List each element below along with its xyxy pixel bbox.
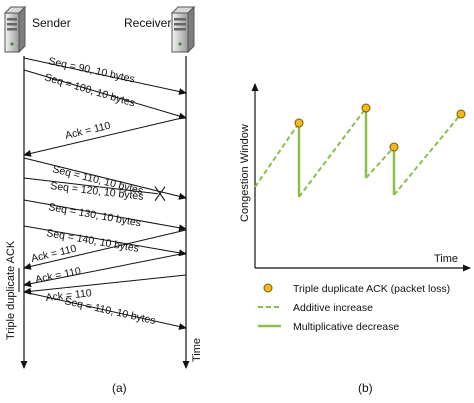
legend-label-0: Triple duplicate ACK (packet loss) [293, 283, 450, 295]
packet-loss-marker [456, 109, 466, 119]
message-arrow [23, 225, 187, 257]
x-axis-label: Time [434, 253, 458, 265]
message-arrow [23, 229, 187, 270]
message-label: Seq = 110, 10 bytes [63, 295, 156, 327]
legend: Triple duplicate ACK (packet loss) Addit… [258, 283, 450, 333]
additive-increase-segment [393, 113, 462, 196]
message-arrow [23, 116, 187, 157]
packet-loss-marker [361, 103, 371, 113]
sender-server-icon [3, 5, 27, 54]
message-label: Seq = 130, 10 bytes [47, 201, 141, 229]
message-arrow [23, 69, 187, 120]
caption-a: (a) [112, 381, 127, 395]
time-label-a: Time [191, 338, 203, 362]
packet-loss-marker [389, 142, 399, 152]
packet-loss-x-icon [154, 186, 166, 202]
legend-marker-icon [263, 283, 273, 293]
message-label: Ack = 110 [64, 120, 112, 142]
message-arrow [23, 57, 187, 95]
receiver-label: Receiver [124, 16, 171, 30]
additive-increase-segment [298, 107, 367, 198]
legend-label-2: Multiplicative decrease [293, 321, 399, 333]
message-arrow [23, 157, 187, 200]
cwnd-sawtooth [254, 103, 466, 198]
message-label: Ack = 110 [30, 243, 78, 265]
panel-b: Congestion Window Time Triple duplicate … [239, 83, 471, 395]
caption-b: (b) [358, 381, 373, 395]
packet-loss-marker [294, 118, 304, 128]
y-axis-label: Congestion Window [239, 124, 251, 222]
triple-dup-label: Triple duplicate ACK [5, 240, 17, 340]
legend-label-1: Additive increase [293, 302, 373, 314]
panel-a: Sender Receiver Time Triple duplicate AC… [3, 5, 203, 395]
additive-increase-segment [365, 146, 395, 179]
message-arrow [23, 199, 187, 232]
message-label: Ack = 110 [34, 265, 82, 286]
message-arrow [23, 291, 187, 330]
message-arrow [23, 252, 187, 288]
message-arrow [23, 274, 187, 295]
additive-increase-segment [254, 122, 300, 188]
message-arrow [23, 177, 159, 195]
sender-label: Sender [32, 16, 71, 30]
receiver-server-icon [170, 5, 196, 54]
